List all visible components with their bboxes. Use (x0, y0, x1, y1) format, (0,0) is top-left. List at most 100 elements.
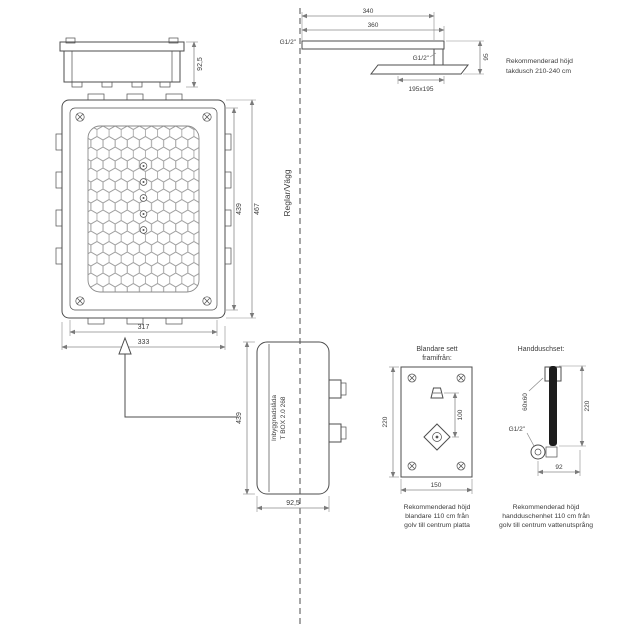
dim-label: 220 (382, 416, 389, 427)
bracket-size-callout: 60x60 (522, 377, 544, 411)
dim-label: 150 (431, 482, 442, 489)
plate-screw-icon (407, 373, 417, 383)
direction-arrow (118, 336, 238, 418)
dim-mixer-handle-spacing: 100 (444, 392, 464, 438)
dim-box-outer-height: 467 (226, 99, 261, 319)
hand-shower-title: Handduschset: (518, 346, 565, 353)
dim-label: 92,5 (286, 500, 300, 507)
dim-box-depth: 92,5 (186, 41, 204, 88)
wall-outlet (530, 444, 546, 460)
thread-callout-outlet: G1/2" (509, 426, 535, 447)
dim-box-outer-width: 333 (61, 322, 226, 350)
dim-label: 333 (138, 339, 150, 346)
dim-label: 317 (138, 324, 150, 331)
honeycomb-plate (87, 125, 200, 293)
dim-mixer-plate-height: 220 (382, 366, 399, 478)
ceiling-shower-view: 340 360 G1/2" G1/2" 195x195 95 Rekommend… (280, 8, 573, 93)
mixer-diamond-handle (423, 423, 451, 451)
dim-mixer-plate-width: 150 (400, 479, 473, 494)
built-in-box-label-line-2: T BOX 2.0 268 (280, 396, 287, 439)
mixer-note-line-2: blandare 110 cm från (405, 512, 469, 520)
box-inner-frame (69, 107, 218, 311)
box-tab-right (224, 209, 232, 227)
dim-label: 340 (363, 8, 374, 15)
valve-knob (328, 379, 347, 399)
shower-pipe (433, 48, 444, 66)
box-foot (131, 81, 143, 88)
dim-built-in-box-height: 439 (236, 341, 255, 495)
dim-label: 100 (457, 409, 464, 420)
box-foot (159, 81, 171, 88)
dim-label: 220 (584, 400, 591, 411)
corner-screw-icon (75, 112, 85, 122)
mixer-title-line-2: framifrån: (422, 354, 452, 362)
hand-shower-note-line-3: golv till centrum vattenutsprång (499, 521, 593, 529)
hand-shower-handle (549, 366, 557, 446)
box-tab-right (224, 133, 232, 151)
hand-shower-note-line-2: handduschenhet 110 cm från (502, 512, 590, 520)
mounting-holes (139, 162, 148, 234)
dim-head-drop: 95 (446, 40, 490, 75)
shower-arm (301, 40, 445, 50)
valve-knob (328, 423, 347, 443)
corner-screw-icon (202, 112, 212, 122)
plate-screw-icon (407, 461, 417, 471)
ceiling-shower-note-line-1: Rekommenderad höjd (506, 58, 573, 65)
mixer-temperature-knob (430, 387, 444, 399)
mixer-plate (400, 366, 473, 478)
installation-box-top-side-view: 92,5 (59, 37, 204, 88)
dim-label: 92,5 (197, 57, 204, 71)
hand-shower-view: Handduschset: 60x60 220 G1/2" 92 Reko (499, 346, 593, 529)
mixer-front-view: Blandare sett framifrån: 220 (382, 346, 473, 529)
thread-label: G1/2" (509, 426, 526, 433)
thread-callout-head: G1/2" (413, 52, 437, 62)
shower-head (369, 64, 470, 75)
dim-head-size: 195x195 (397, 76, 445, 93)
box-tab-bottom (87, 317, 105, 325)
dim-arm-340: 340 (301, 8, 435, 40)
wall-label: Reglar/Vägg (282, 169, 292, 217)
box-tab-left (55, 171, 63, 189)
box-tab-right (224, 171, 232, 189)
corner-screw-icon (75, 296, 85, 306)
installation-box-front-view: 439 467 317 333 (55, 93, 261, 350)
box-body (63, 50, 181, 83)
box-tab-left (55, 247, 63, 265)
mixer-title-line-1: Blandare sett (416, 346, 457, 353)
outlet-fitting (545, 446, 558, 458)
dim-label: 439 (236, 203, 243, 215)
dim-label: 195x195 (409, 86, 434, 93)
box-tab-left (55, 209, 63, 227)
mixer-note-line-1: Rekommenderad höjd (404, 504, 471, 511)
box-outer-frame (61, 99, 226, 319)
dim-label: 360 (368, 22, 379, 29)
mixer-note-line-3: golv till centrum platta (404, 522, 470, 529)
box-tab-top (165, 93, 183, 101)
box-tab-top (126, 93, 144, 101)
box-tab-bottom (165, 317, 183, 325)
arrow-head-icon (118, 336, 132, 355)
box-tab-top (87, 93, 105, 101)
thread-label-head: G1/2" (413, 55, 430, 62)
plate-screw-icon (456, 461, 466, 471)
wall-reference: Reglar/Vägg (282, 8, 301, 624)
dim-label: 95 (483, 53, 490, 61)
box-top-clip (65, 37, 76, 44)
dim-box-inner-height: 439 (226, 107, 243, 311)
dim-label: 467 (254, 203, 261, 215)
dim-outlet-offset: 92 (537, 450, 581, 476)
dim-label: 439 (236, 412, 243, 424)
box-foot (101, 81, 113, 88)
dim-hand-shower-height: 220 (559, 365, 591, 447)
built-in-box-label-line-1: Inbyggnadslåda (270, 395, 278, 441)
box-top-clip (168, 37, 179, 44)
built-in-box-side-view: Inbyggnadslåda T BOX 2.0 268 439 92,5 (236, 341, 347, 512)
thread-label-wall: G1/2" (280, 39, 297, 46)
box-foot (71, 81, 83, 88)
built-in-box-body (256, 341, 330, 495)
plate-screw-icon (456, 373, 466, 383)
dim-label: 92 (555, 464, 563, 471)
ceiling-shower-note-line-2: takdusch 210-240 cm (506, 68, 571, 75)
